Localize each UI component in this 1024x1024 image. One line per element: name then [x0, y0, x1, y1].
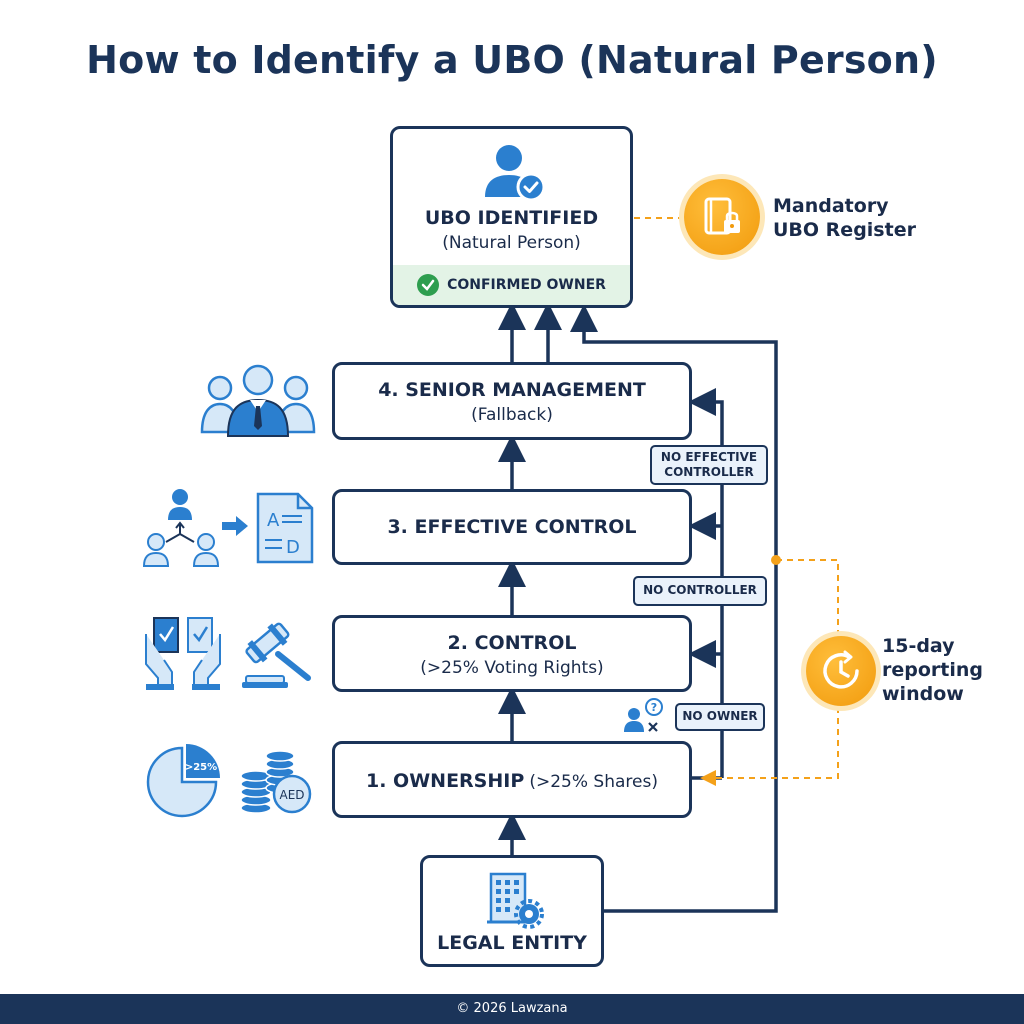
reporting-window-line3: window: [882, 683, 964, 705]
confirmed-owner-badge: CONFIRMED OWNER: [393, 265, 630, 305]
org-chart-icon: [142, 489, 220, 567]
step2-subtitle: (>25% Voting Rights): [420, 658, 604, 678]
clock-icon: [823, 650, 859, 689]
step3-title: 3. EFFECTIVE CONTROL: [387, 516, 637, 538]
user-check-icon: [485, 145, 546, 202]
no-owner-tag: NO OWNER: [675, 703, 765, 731]
step-senior-management: 4. SENIOR MANAGEMENT (Fallback): [332, 362, 692, 440]
step4-title: 4. SENIOR MANAGEMENT: [378, 379, 646, 401]
step-ownership: 1. OWNERSHIP (>25% Shares): [332, 741, 692, 818]
step1-title: 1. OWNERSHIP: [366, 770, 525, 792]
page-title: How to Identify a UBO (Natural Person): [86, 38, 938, 82]
building-gear-icon: [487, 872, 544, 929]
share-badge-text: >25%: [185, 762, 217, 773]
no-controller-tag: NO CONTROLLER: [633, 576, 767, 606]
ubo-register-badge: [684, 179, 760, 255]
document-icon: A D: [222, 492, 314, 564]
step-control: 2. CONTROL (>25% Voting Rights): [332, 615, 692, 692]
footer-copyright: © 2026 Lawzana: [0, 994, 1024, 1024]
arrow-entity-bypass: [570, 304, 778, 913]
ubo-heading: UBO IDENTIFIED: [424, 207, 599, 229]
step2-title: 2. CONTROL: [447, 632, 577, 654]
reporting-window-line1: 15-day: [882, 635, 955, 657]
ubo-subheading: (Natural Person): [442, 233, 581, 253]
management-team-icon: [200, 364, 316, 437]
legal-entity-label: LEGAL ENTITY: [437, 932, 587, 954]
reporting-window-node: [771, 555, 781, 565]
no-effective-controller-tag: NO EFFECTIVE CONTROLLER: [650, 445, 768, 485]
no-effective-line2: CONTROLLER: [664, 465, 754, 479]
step4-subtitle: (Fallback): [471, 405, 553, 425]
register-label-line2: UBO Register: [773, 219, 916, 241]
ubo-register-label: Mandatory UBO Register: [773, 194, 943, 242]
step-effective-control: 3. EFFECTIVE CONTROL: [332, 489, 692, 565]
step1-subtitle: (>25% Shares): [529, 772, 658, 792]
coins-icon: AED: [240, 750, 312, 814]
check-circle-icon: [417, 274, 440, 296]
no-owner-icon: ?: [624, 698, 663, 732]
ledger-lock-icon: [704, 197, 740, 235]
reporting-window-label: 15-day reporting window: [882, 634, 1002, 706]
pie-chart-icon: >25%: [146, 744, 220, 818]
reporting-window-badge: [806, 636, 876, 706]
no-effective-line1: NO EFFECTIVE: [660, 450, 758, 464]
svg-text:?: ?: [651, 701, 657, 714]
legal-entity-box: LEGAL ENTITY: [420, 855, 604, 967]
svg-text:D: D: [286, 537, 300, 558]
currency-text: AED: [279, 788, 304, 802]
gavel-icon: [242, 622, 311, 688]
ubo-identified-box: UBO IDENTIFIED (Natural Person) CONFIRME…: [390, 126, 633, 308]
register-label-line1: Mandatory: [773, 195, 889, 217]
voting-hands-icon: [145, 617, 221, 690]
reporting-window-line2: reporting: [882, 659, 984, 681]
svg-text:A: A: [267, 510, 280, 531]
confirmed-owner-label: CONFIRMED OWNER: [447, 277, 606, 293]
